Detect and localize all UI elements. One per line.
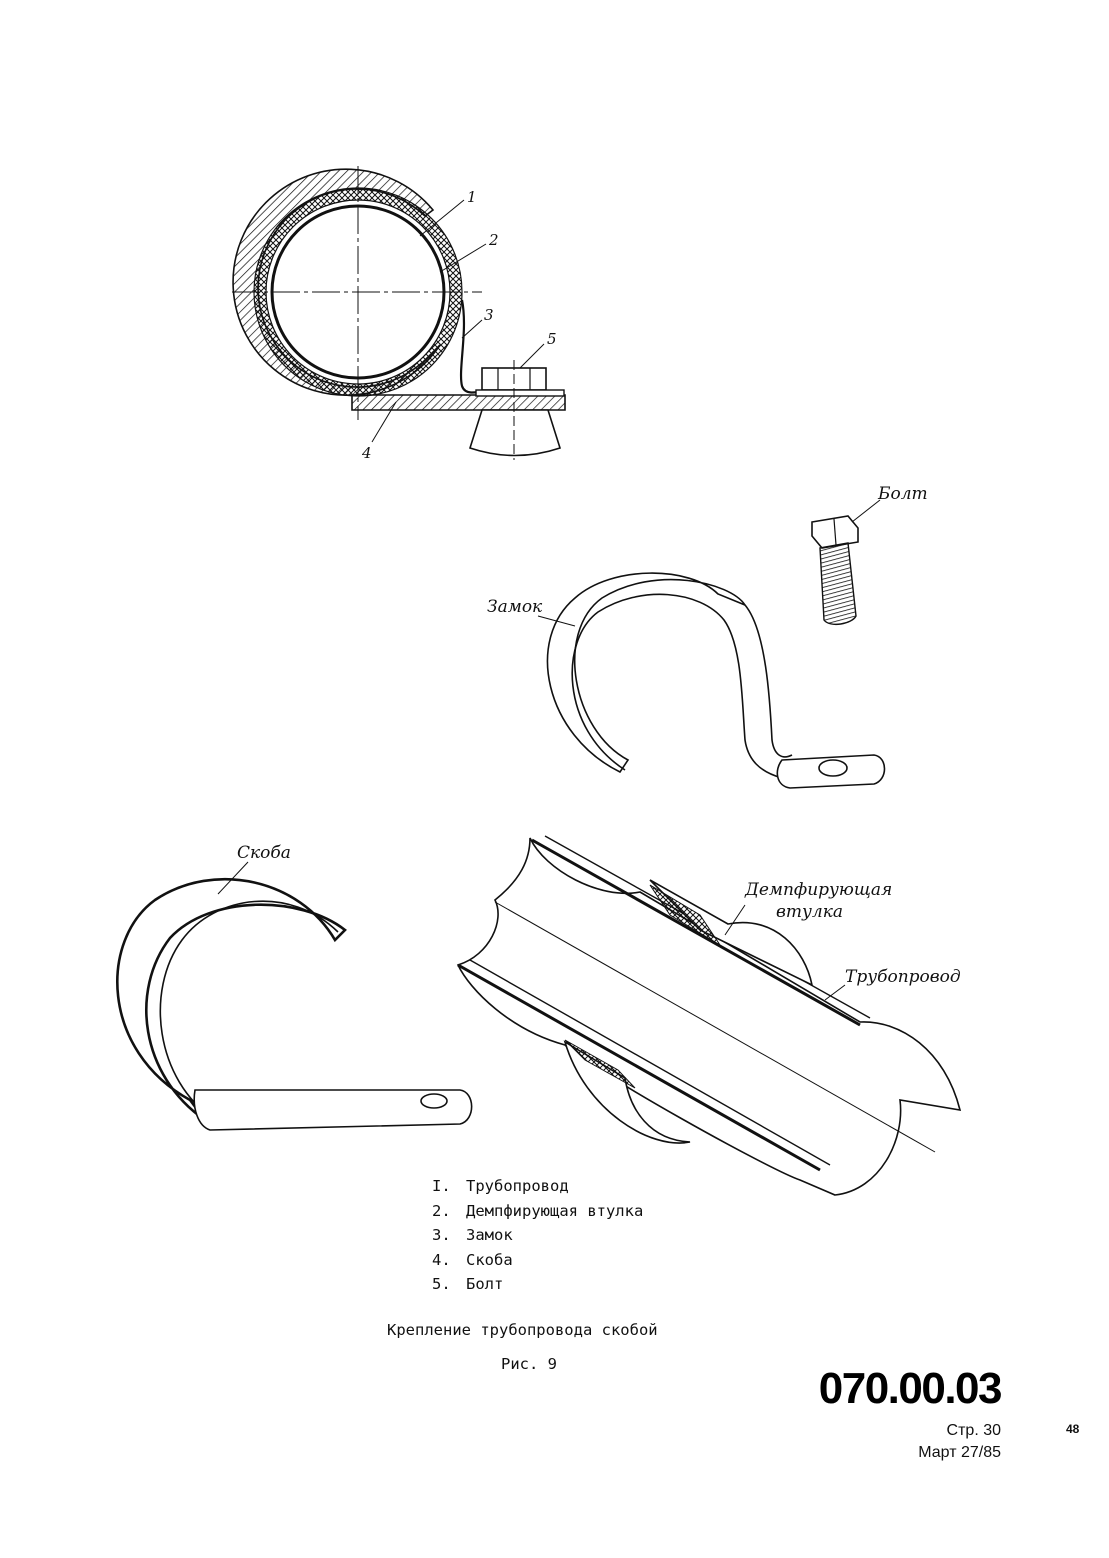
- cross-section-view: 1 2 3 5 4: [232, 166, 566, 462]
- parts-legend: I.Трубопровод 2.Демпфирующая втулка 3.За…: [432, 1174, 643, 1297]
- document-number: 070.00.03: [818, 1364, 1003, 1413]
- pipe-view: Демпфирующая втулка Трубопровод: [456, 835, 962, 1196]
- bracket-band: [116, 877, 347, 1122]
- callout-2: 2: [488, 231, 499, 249]
- label-bolt: Болт: [877, 484, 928, 504]
- label-damper-line2: втулка: [776, 902, 843, 922]
- figure-caption: Крепление трубопровода скобой: [387, 1321, 658, 1339]
- callout-1: 1: [467, 188, 477, 206]
- label-damper-line1: Демпфирующая: [744, 880, 892, 900]
- legend-item: 4.Скоба: [432, 1250, 513, 1269]
- figure-number: Рис. 9: [501, 1355, 557, 1373]
- page-info: Стр. 30 Март 27/85: [918, 1420, 1001, 1464]
- bracket-view: Скоба: [116, 843, 473, 1131]
- legend-item: I.Трубопровод: [432, 1177, 569, 1195]
- sheet-number: 48: [1066, 1422, 1080, 1436]
- bolt-view: Болт: [811, 484, 928, 626]
- lock-view: Замок: [487, 572, 886, 789]
- callout-5: 5: [547, 330, 557, 348]
- page-number: Стр. 30: [946, 1422, 1001, 1439]
- legend-item: 3.Замок: [432, 1226, 513, 1244]
- label-lock: Замок: [487, 597, 543, 617]
- damper-sleeve-top: [649, 879, 814, 987]
- support-block: [468, 409, 562, 457]
- legend-item: 5.Болт: [432, 1275, 504, 1293]
- damper-sleeve-bottom: [563, 1040, 691, 1144]
- revision-date: Март 27/85: [918, 1444, 1001, 1461]
- callout-3: 3: [484, 306, 494, 324]
- lock-band: [546, 572, 748, 774]
- pipe-body: [456, 837, 962, 1196]
- bracket-foot: [351, 394, 566, 411]
- label-bracket: Скоба: [237, 843, 291, 863]
- label-pipe: Трубопровод: [845, 967, 961, 987]
- bracket-arm: [193, 1089, 473, 1131]
- legend-item: 2.Демпфирующая втулка: [432, 1201, 644, 1220]
- callout-4: 4: [361, 444, 372, 462]
